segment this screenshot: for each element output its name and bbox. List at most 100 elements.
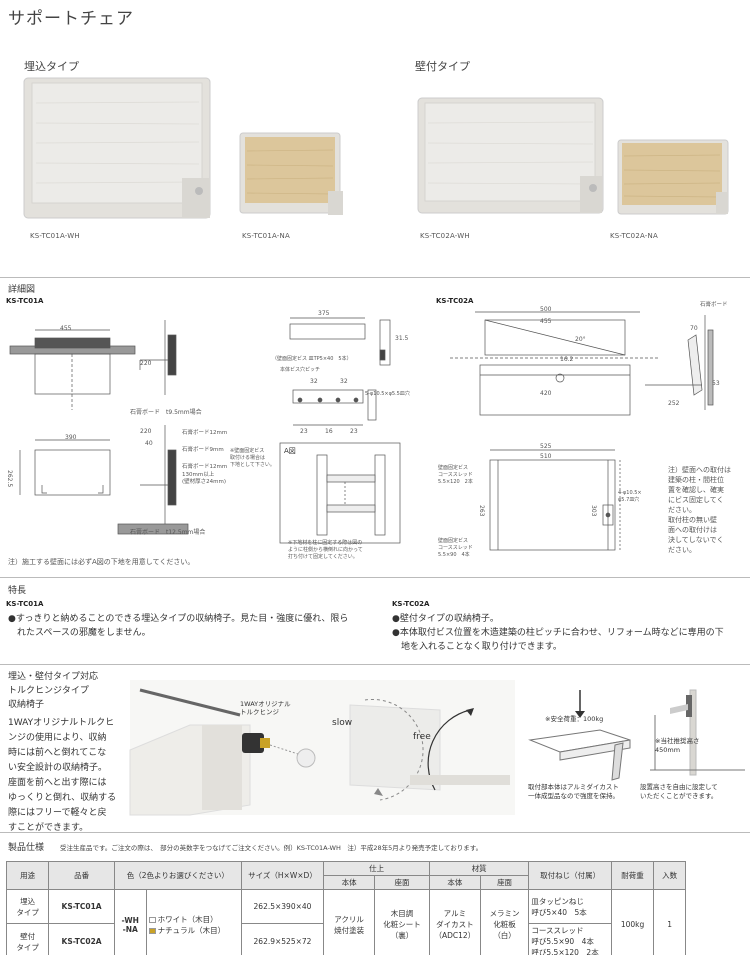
dim-390-left: 390 <box>65 434 77 441</box>
white-swatch <box>148 916 156 923</box>
cell-use-2: 壁付 タイプ <box>5 923 50 955</box>
dim-40-left: 40 <box>145 440 153 447</box>
spec-heading: 製品仕様 <box>8 843 45 853</box>
cell-use-1: 埋込 タイプ <box>5 889 50 924</box>
dim-162: 16.2 <box>560 356 574 363</box>
dim-32a: 32 <box>310 378 318 385</box>
th-color: 色（2色よりお選びください） <box>113 861 242 890</box>
cell-size-1: 262.5×390×40 <box>240 889 325 924</box>
pitch-note: 本体ビス穴ピッチ <box>280 367 321 373</box>
features-right-1: ●壁付タイプの収納椅子。 <box>392 614 499 624</box>
torque-heading-3: 収納椅子 <box>8 700 45 710</box>
dim-525: 525 <box>540 443 552 450</box>
type-embedded-label: 埋込タイプ <box>24 60 79 73</box>
color-natural-label: ナチュラル（木目） <box>157 925 226 935</box>
a-fig-note: ※下地材を柱に固定する際は図の ように柱側から横倒れに向かって 打ち付けて固定し… <box>288 540 363 560</box>
dim-252: 252 <box>668 400 680 407</box>
dim-500: 500 <box>540 306 552 313</box>
th-size: サイズ（H×W×D） <box>240 861 325 890</box>
dim-23b: 23 <box>350 428 358 435</box>
product-image-tc02a-wh <box>417 97 604 214</box>
dim-263: 263 <box>478 505 485 517</box>
product-image-tc01a-wh <box>23 77 211 219</box>
divider <box>0 664 750 665</box>
load-note: 取付部本体はアルミダイカスト 一体成型品なので強度を保持。 <box>528 783 619 800</box>
dim-220b-left: 220 <box>140 428 152 435</box>
spec-table: 用途 品番 色（2色よりお選びください） サイズ（H×W×D） 仕上 材質 取付… <box>5 861 686 955</box>
dim-303: 303 <box>590 505 597 517</box>
label-plaster-1: 石膏ボード12mm <box>182 430 228 436</box>
a-fig-heading: A図 <box>284 447 296 455</box>
th-qty: 入数 <box>653 861 686 890</box>
color-white-label: ホワイト（木目） <box>157 914 218 924</box>
model-caption-3: KS-TC02A-WH <box>420 232 470 240</box>
hole-note: 5-φ10.5×φ5.5皿穴 <box>365 391 410 397</box>
screw-label-1: 壁面固定ビス コーススレッド 5.5×120 2本 <box>438 465 473 485</box>
detail-left-model: KS-TC01A <box>6 297 44 305</box>
dim-20deg: 20° <box>575 336 586 343</box>
cell-load: 100kg <box>610 889 655 955</box>
cell-name-1: KS-TC01A <box>48 889 115 924</box>
height-illustration <box>650 689 745 776</box>
dim-53: 53 <box>712 380 720 387</box>
torque-heading-2: トルクヒンジタイプ <box>8 686 89 696</box>
th-material-body: 本体 <box>428 875 481 890</box>
label-plaster-3: 石膏ボード12mm <box>182 464 228 470</box>
cell-material-seat: メラミン 化粧板 （白） <box>479 889 530 955</box>
th-finish-seat: 座面 <box>374 875 430 890</box>
label-plaster-2: 石膏ボード9mm <box>182 447 224 453</box>
load-illustration <box>528 690 631 781</box>
dim-510: 510 <box>540 453 552 460</box>
wall-side-note: 注）壁面への取付は 建築の柱・間柱位 置を確認し、確実 にビス固定してく ださい… <box>668 466 731 554</box>
divider <box>0 577 750 578</box>
th-material-seat: 座面 <box>479 875 530 890</box>
cell-name-2: KS-TC02A <box>48 923 115 955</box>
dim-32b: 32 <box>340 378 348 385</box>
holes-label: 4-φ10.5× φ5.7皿穴 <box>618 490 642 503</box>
natural-swatch <box>148 927 156 934</box>
dim-70: 70 <box>690 325 698 332</box>
board-note-2: 石膏ボード t12.5mm場合 <box>130 529 206 536</box>
dim-455-left: 455 <box>60 325 72 332</box>
slow-label: slow <box>332 718 353 728</box>
product-image-tc01a-na <box>239 132 343 215</box>
th-name: 品番 <box>48 861 115 890</box>
product-image-tc02a-na <box>617 139 729 215</box>
cell-size-2: 262.9×525×72 <box>240 923 325 955</box>
torque-body: 1WAYオリジナルトルクヒ ンジの使用により、収納 時には前へと倒れてこな い安… <box>8 718 117 833</box>
dim-375: 375 <box>318 310 330 317</box>
features-right-2: ●本体取付ビス位置を木造建築の柱ピッチに合わせ、リフォーム時などに専用の下 地を… <box>392 628 724 652</box>
model-caption-4: KS-TC02A-NA <box>610 232 658 240</box>
type-wall-label: 壁付タイプ <box>415 60 470 73</box>
screw-label-2: 壁面固定ビス コーススレッド 5.5×90 4本 <box>438 538 473 558</box>
board-label-right: 石膏ボード <box>700 302 728 308</box>
height-label: ※当社推奨高さ 450mm <box>655 737 700 754</box>
detail-right-model: KS-TC02A <box>436 297 474 305</box>
dim-2625-left: 262.5 <box>6 470 13 488</box>
dim-455-right: 455 <box>540 318 552 325</box>
divider <box>0 832 750 833</box>
dim-420: 420 <box>540 390 552 397</box>
spec-note: 受注生産品です。ご注文の際は、 部分の英数字をつなげてご注文ください。例）KS-… <box>60 844 483 852</box>
dim-315: 31.5 <box>395 335 409 342</box>
cell-color-options: ホワイト（木目） ナチュラル（木目） <box>145 889 242 955</box>
cell-qty: 1 <box>653 889 686 955</box>
detail-drawing-tc02a <box>450 311 714 551</box>
features-heading: 特長 <box>8 586 27 596</box>
dim-220-left: 220 <box>140 360 152 367</box>
detail-drawing-tc01a <box>9 317 401 544</box>
divider <box>0 277 750 278</box>
dim-16: 16 <box>325 428 333 435</box>
detail-left-caption: 注）施工する壁面には必ずA図の下地を用意してください。 <box>8 558 195 566</box>
dim-23: 23 <box>300 428 308 435</box>
th-finish: 仕上 <box>323 861 430 876</box>
th-screw: 取付ねじ（付属） <box>528 861 612 890</box>
label-130mm: 130mm以上 (壁材厚さ24mm) <box>182 472 227 485</box>
height-note: 設置高さを自由に設定して いただくことができます。 <box>640 783 718 800</box>
board-note-1: 石膏ボード t9.5mm場合 <box>130 409 202 416</box>
th-load: 耐荷重 <box>610 861 655 890</box>
hinge-illustration <box>129 680 515 816</box>
model-caption-2: KS-TC01A-NA <box>242 232 290 240</box>
hinge-label: 1WAYオリジナル トルクヒンジ <box>240 700 291 716</box>
th-material: 材質 <box>428 861 530 876</box>
